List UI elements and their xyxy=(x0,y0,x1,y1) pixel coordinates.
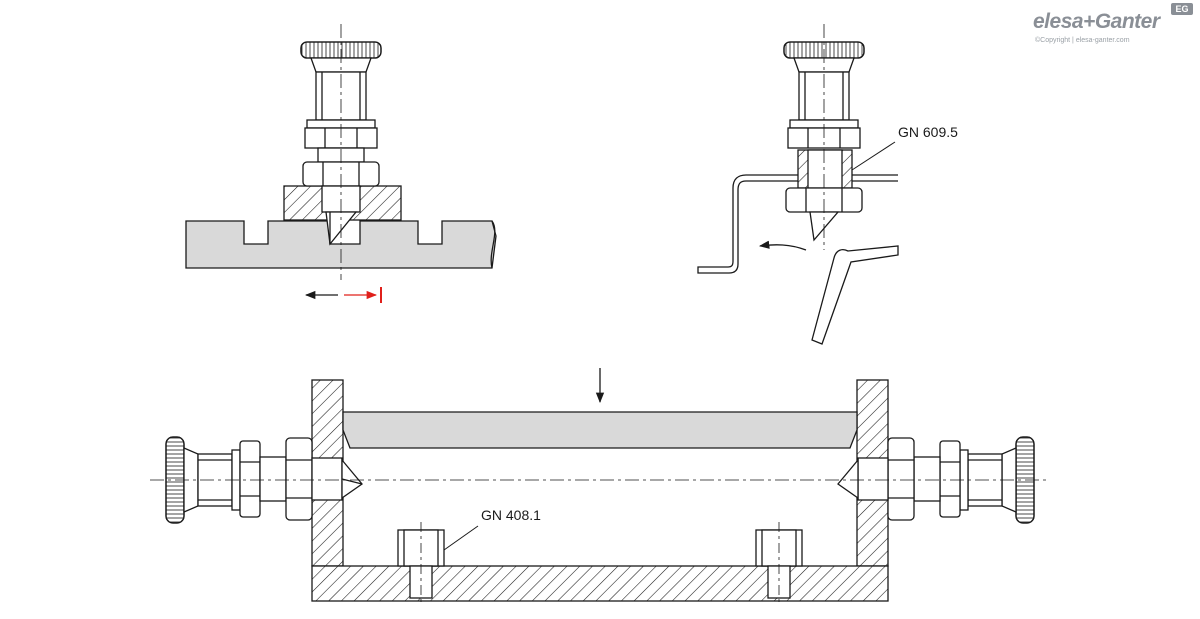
callout-gn-408-1: GN 408.1 xyxy=(481,507,541,523)
top-right-view xyxy=(697,24,899,345)
plunger-left xyxy=(165,436,363,524)
hex-key xyxy=(811,245,899,345)
stud-right xyxy=(755,522,803,606)
base-plate xyxy=(311,565,889,602)
stud-left xyxy=(397,522,445,606)
top-left-view xyxy=(185,24,497,303)
brand-name: elesa+Ganter xyxy=(1033,10,1160,33)
workpiece-bar xyxy=(342,411,858,449)
callout-gn-609-5: GN 609.5 xyxy=(898,124,958,140)
bottom-view xyxy=(150,368,1050,606)
curved-arrow-icon xyxy=(758,240,807,251)
brand-copyright: ©Copyright | elesa-ganter.com xyxy=(1035,37,1130,44)
brand-logo: elesa+Ganter EG ©Copyright | elesa-gante… xyxy=(1033,3,1193,50)
brand-badge: EG xyxy=(1171,3,1193,15)
bent-sheet xyxy=(697,174,898,274)
